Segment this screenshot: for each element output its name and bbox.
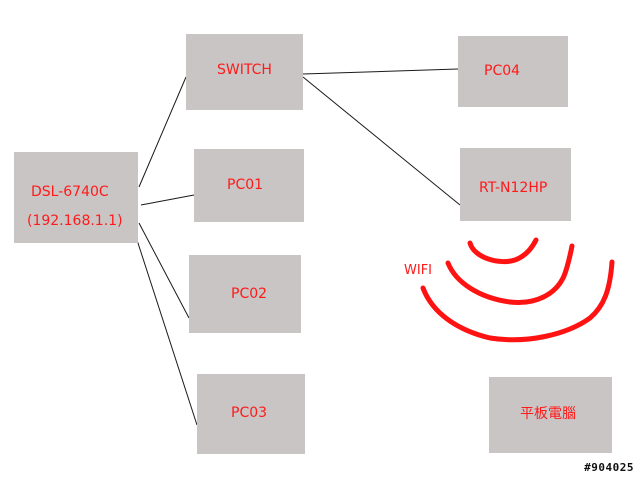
wifi-wave-outer bbox=[420, 259, 615, 343]
switch-label: SWITCH bbox=[217, 62, 272, 78]
link-switch-pc04 bbox=[302, 68, 459, 75]
dsl-router-box: DSL-6740C (192.168.1.1) bbox=[14, 152, 138, 243]
pc03-box: PC03 bbox=[197, 374, 305, 454]
pc04-label: PC04 bbox=[484, 63, 521, 79]
tablet-label: 平板電腦 bbox=[520, 406, 576, 422]
pc02-label: PC02 bbox=[231, 286, 268, 302]
pc02-box: PC02 bbox=[189, 255, 301, 333]
switch-box: SWITCH bbox=[186, 34, 303, 110]
wifi-wave-inner bbox=[467, 237, 539, 265]
link-switch-router bbox=[302, 76, 461, 206]
pc03-label: PC03 bbox=[231, 405, 268, 421]
link-dsl-pc02 bbox=[138, 222, 190, 319]
link-dsl-switch bbox=[138, 76, 187, 188]
pc04-box: PC04 bbox=[458, 36, 568, 107]
watermark: #904025 bbox=[584, 461, 634, 474]
dsl-router-ip: (192.168.1.1) bbox=[27, 213, 123, 229]
link-dsl-pc01 bbox=[140, 194, 195, 206]
pc01-box: PC01 bbox=[194, 149, 304, 222]
pc01-label: PC01 bbox=[227, 177, 264, 193]
wifi-label: WIFI bbox=[404, 263, 432, 278]
dsl-router-name: DSL-6740C bbox=[31, 184, 109, 200]
router-box: RT-N12HP bbox=[460, 148, 571, 221]
router-label: RT-N12HP bbox=[479, 180, 548, 196]
wifi-wave-middle bbox=[445, 243, 575, 305]
link-dsl-pc03 bbox=[136, 239, 198, 426]
tablet-box: 平板電腦 bbox=[489, 377, 612, 453]
